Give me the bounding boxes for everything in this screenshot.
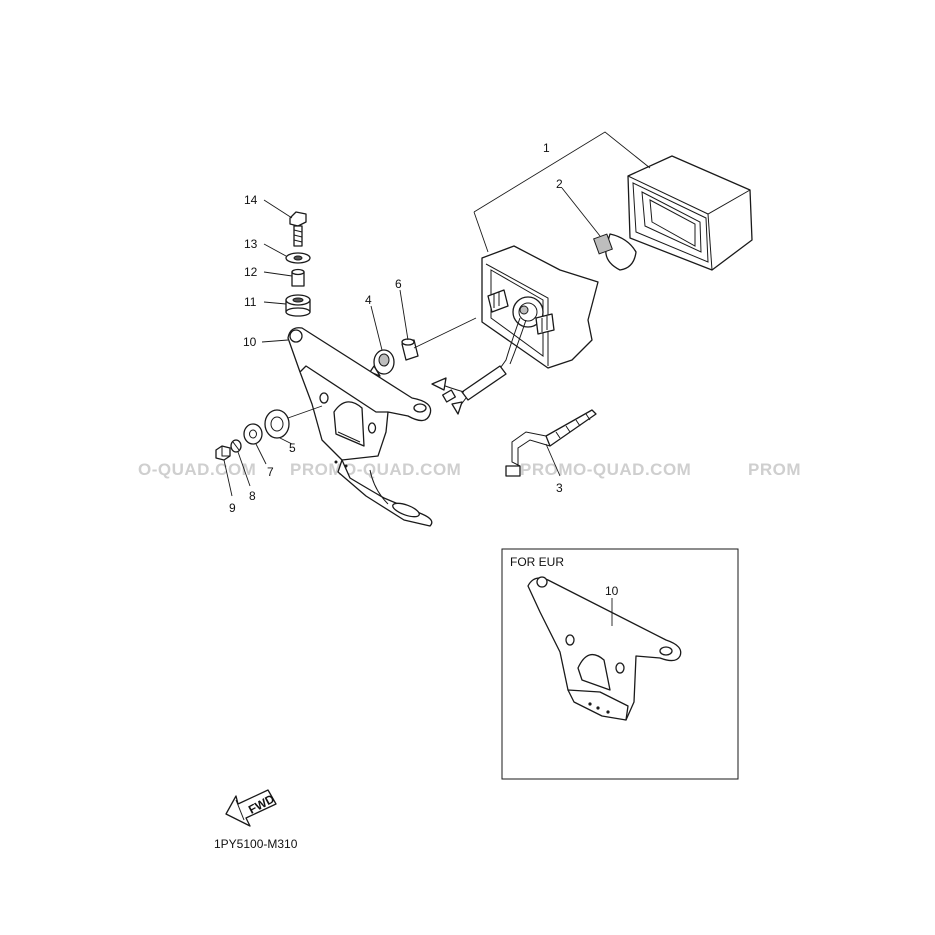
license-light bbox=[505, 409, 597, 477]
leader-2 bbox=[561, 187, 601, 237]
callout-7: 7 bbox=[267, 465, 274, 479]
collar bbox=[401, 338, 419, 361]
callout-5: 5 bbox=[289, 441, 296, 455]
leader-1 bbox=[473, 131, 651, 253]
inset-callout-10: 10 bbox=[605, 584, 619, 598]
tail-light-lens bbox=[627, 155, 753, 271]
plain-washer bbox=[285, 252, 311, 264]
for-eur-inset: FOR EUR 10 bbox=[501, 548, 739, 780]
fwd-label: FWD bbox=[246, 791, 277, 816]
inset-title: FOR EUR bbox=[510, 555, 564, 569]
callout-9: 9 bbox=[229, 501, 236, 515]
damper bbox=[285, 294, 311, 317]
wiring-harness bbox=[431, 317, 527, 415]
callout-14: 14 bbox=[244, 193, 258, 207]
grommet bbox=[369, 349, 395, 377]
watermark-1: O-QUAD.COM bbox=[138, 460, 256, 479]
callout-2: 2 bbox=[556, 177, 563, 191]
callout-4: 4 bbox=[365, 293, 372, 307]
callout-10: 10 bbox=[243, 335, 257, 349]
flange-bolt bbox=[289, 211, 307, 247]
callout-11: 11 bbox=[244, 295, 257, 309]
watermark-4: PROM bbox=[748, 460, 801, 479]
damper-lower bbox=[264, 409, 290, 439]
fwd-arrow-icon: FWD bbox=[225, 789, 277, 827]
tail-light-housing bbox=[481, 245, 599, 369]
callout-8: 8 bbox=[249, 489, 256, 503]
callout-6: 6 bbox=[395, 277, 402, 291]
license-bracket bbox=[287, 327, 433, 527]
callout-3: 3 bbox=[556, 481, 563, 495]
bulb bbox=[593, 233, 637, 271]
washer-lower bbox=[243, 423, 263, 445]
drawing-code: 1PY5100-M310 bbox=[214, 837, 298, 851]
lock-washer bbox=[230, 439, 242, 453]
nut bbox=[215, 445, 231, 461]
callout-13: 13 bbox=[244, 237, 258, 251]
callout-1: 1 bbox=[543, 141, 550, 155]
watermark-2: PROMO-QUAD.COM bbox=[290, 460, 461, 479]
callout-12: 12 bbox=[244, 265, 258, 279]
spacer-collar bbox=[291, 268, 305, 287]
watermark-3: PROMO-QUAD.COM bbox=[520, 460, 691, 479]
